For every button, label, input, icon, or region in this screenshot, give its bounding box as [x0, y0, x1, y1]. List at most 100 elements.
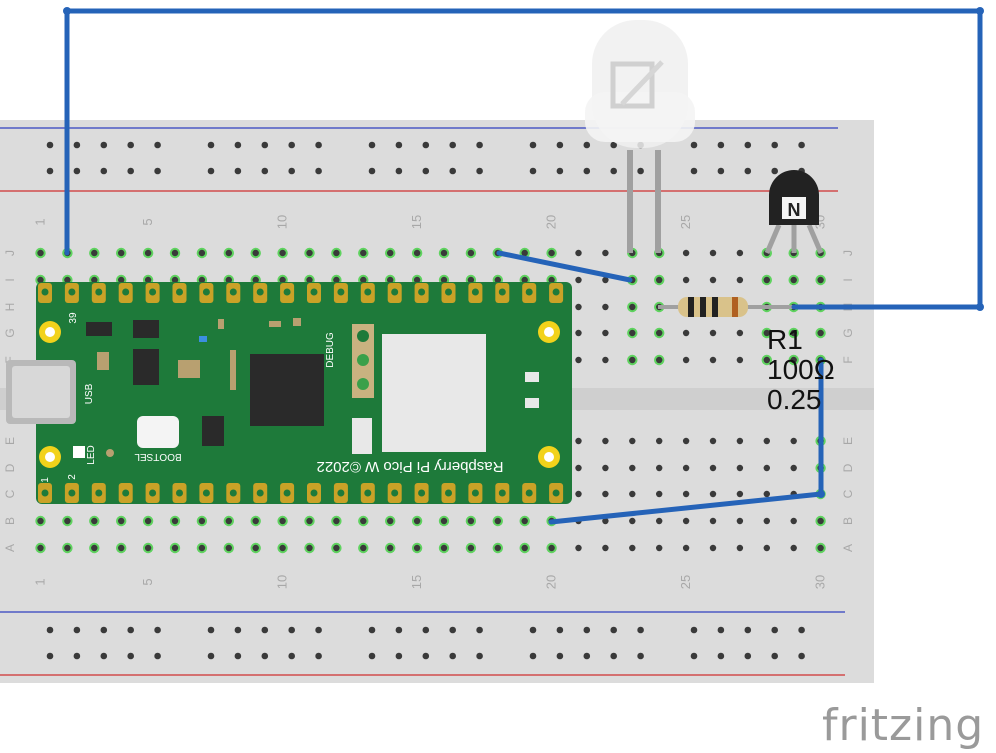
terminal-hole — [144, 276, 152, 284]
row-letter: J — [3, 250, 17, 256]
terminal-hole — [198, 544, 206, 552]
rail-hole — [100, 626, 108, 634]
npn-transistor: N — [764, 170, 824, 254]
pin-label-1: 1 — [40, 477, 51, 483]
rail-hole — [288, 167, 296, 175]
rail-hole — [798, 626, 805, 634]
row-letter: E — [841, 437, 855, 445]
terminal-hole — [360, 517, 367, 525]
rail-hole — [368, 141, 376, 149]
terminal-hole — [602, 517, 609, 525]
rail-hole — [744, 652, 752, 660]
row-letter: I — [3, 278, 17, 281]
terminal-hole — [682, 329, 690, 337]
terminal-hole — [790, 517, 797, 525]
terminal-hole — [790, 356, 797, 364]
rail-hole — [717, 167, 725, 175]
bootsel-button — [137, 416, 179, 448]
terminal-hole — [763, 490, 770, 498]
rail-hole — [234, 652, 242, 660]
terminal-hole — [682, 249, 690, 257]
rail-hole — [529, 652, 537, 660]
terminal-hole — [494, 517, 501, 525]
column-number: 30 — [813, 575, 828, 589]
wire-ends — [63, 7, 984, 498]
terminal-hole — [575, 276, 582, 284]
rail-hole — [476, 652, 483, 660]
terminal-hole — [575, 437, 582, 445]
rail-hole — [207, 141, 215, 149]
terminal-hole — [763, 544, 770, 552]
terminal-hole — [37, 544, 44, 552]
column-number: 20 — [544, 575, 559, 589]
terminal-hole — [198, 517, 206, 525]
row-letter: D — [841, 463, 855, 472]
terminal-hole — [790, 276, 797, 284]
terminal-hole — [413, 249, 421, 257]
terminal-hole — [763, 276, 770, 284]
terminal-hole — [387, 249, 394, 257]
terminal-hole — [736, 464, 744, 472]
rail-hole — [368, 626, 376, 634]
terminal-hole — [709, 276, 717, 284]
terminal-hole — [171, 249, 179, 257]
terminal-hole — [360, 249, 367, 257]
terminal-hole — [682, 276, 690, 284]
terminal-hole — [682, 490, 690, 498]
row-letter: C — [841, 489, 855, 498]
rail-holes — [46, 141, 805, 660]
led-label: LED — [86, 445, 97, 464]
terminal-hole — [91, 276, 98, 284]
rail-hole — [100, 141, 108, 149]
terminal-hole — [306, 249, 313, 257]
rail-hole — [73, 141, 81, 149]
terminal-hole — [333, 249, 340, 257]
rail-hole — [556, 167, 564, 175]
rail-hole — [744, 167, 752, 175]
rail-hole — [154, 652, 161, 660]
terminal-hole — [387, 517, 394, 525]
terminal-hole — [225, 517, 232, 525]
terminal-hole — [709, 437, 717, 445]
terminal-hole — [763, 356, 770, 364]
rail-hole — [127, 652, 134, 660]
terminal-hole — [656, 464, 663, 472]
resistor-label: R1 100Ω 0.25 — [767, 325, 835, 415]
terminal-hole — [387, 276, 394, 284]
rail-hole — [73, 652, 81, 660]
terminal-hole — [171, 517, 179, 525]
terminal-hole — [144, 517, 152, 525]
usb-label: USB — [84, 383, 95, 404]
terminal-hole — [656, 490, 663, 498]
row-letter: F — [841, 356, 855, 363]
terminal-hole — [602, 544, 609, 552]
terminal-hole — [521, 517, 528, 525]
terminal-hole — [333, 517, 340, 525]
terminal-hole — [602, 356, 609, 364]
row-letter: B — [841, 517, 855, 525]
terminal-hole — [736, 437, 744, 445]
rail-hole — [154, 167, 161, 175]
terminal-hole — [521, 276, 528, 284]
rail-hole — [610, 141, 617, 149]
rp2040-chip — [250, 354, 324, 426]
rail-hole — [449, 626, 457, 634]
terminal-hole — [252, 544, 259, 552]
debug-label: DEBUG — [325, 332, 336, 368]
rail-hole — [556, 141, 564, 149]
rail-hole — [127, 626, 134, 634]
terminal-hole — [575, 329, 582, 337]
fritzing-logo: fritzing — [822, 700, 985, 751]
terminal-hole — [682, 437, 690, 445]
terminal-hole — [37, 517, 44, 525]
rail-hole — [395, 141, 403, 149]
rail-hole — [73, 167, 81, 175]
rail-hole — [234, 141, 242, 149]
rail-hole — [422, 167, 430, 175]
terminal-hole — [575, 356, 582, 364]
terminal-hole — [279, 249, 286, 257]
rail-hole — [261, 141, 269, 149]
resistor-r1 — [658, 297, 794, 317]
rail-hole — [610, 626, 617, 634]
